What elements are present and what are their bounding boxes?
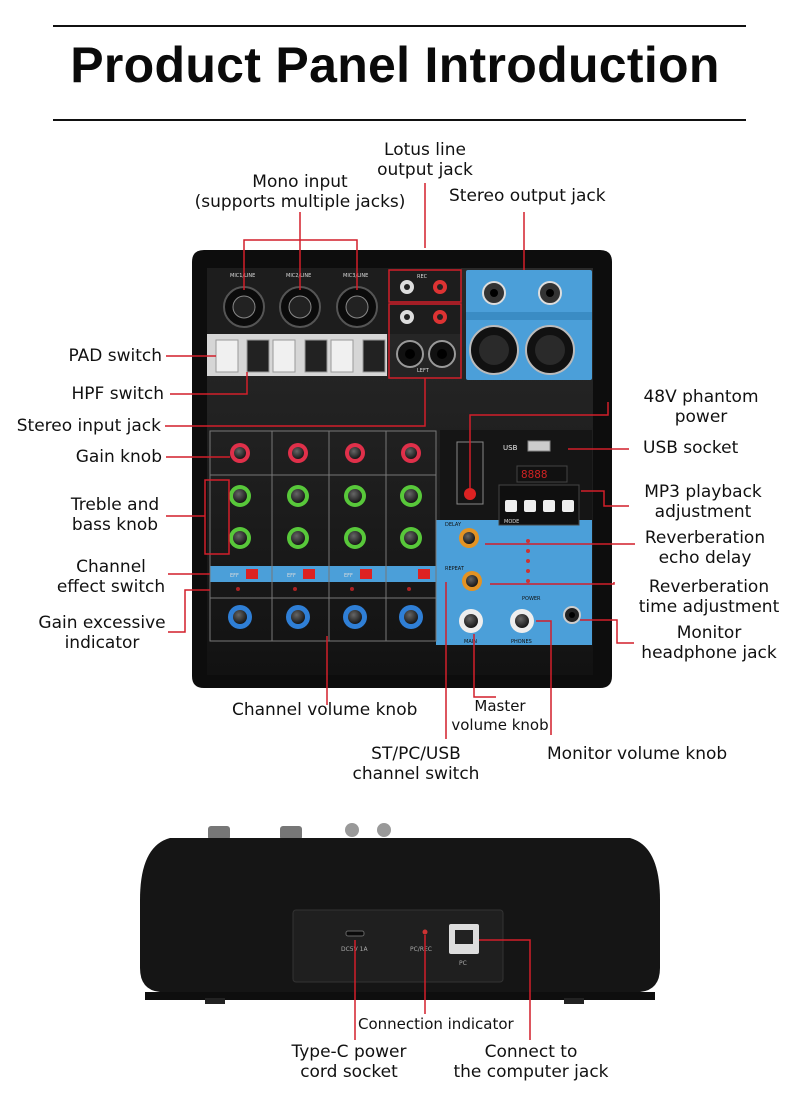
pc-label: PC [459,960,467,967]
main-label: MAIN [464,639,477,645]
mono-input-jacks [223,286,378,328]
mic2-label: MIC2/LINE [286,273,311,279]
label-usb-socket: USB socket [643,438,739,458]
eq-knobs [229,485,422,549]
page-title: Product Panel Introduction [70,37,720,93]
mic2-jack [279,286,321,328]
delay-label: DELAY [445,522,462,528]
eff-label-1: EFF [230,573,239,579]
mic1-jack [223,286,265,328]
label-monitor-volume: Monitor volume knob [547,744,728,764]
label-st-pc-usb: ST/PC/USB channel switch [352,744,480,784]
label-reverb-time: Reverberation time adjustment [638,577,780,617]
rec-label: REC [417,274,428,280]
mode-label: MODE [504,519,519,525]
left-label: LEFT [417,368,430,374]
label-mono-input: Mono input (supports multiple jacks) [194,172,406,212]
svg-text:8888: 8888 [521,468,548,481]
eff-label-2: EFF [287,573,296,579]
label-lotus-line: Lotus line output jack [377,140,473,180]
label-stereo-output: Stereo output jack [449,186,606,206]
label-master-volume: Master volume knob [451,697,549,734]
callout-lines-bottom [354,935,531,1040]
eff-label-3: EFF [344,573,353,579]
label-gain-knob: Gain knob [75,447,162,467]
label-channel-effect: Channel effect switch [56,557,166,597]
label-mp3: MP3 playback adjustment [644,482,762,522]
pcrec-label: PC/REC [410,946,432,953]
effect-switches [246,569,430,579]
label-gain-excessive: Gain excessive indicator [38,613,166,653]
label-stereo-input: Stereo input jack [16,416,161,436]
label-connection-indicator: Connection indicator [358,1015,514,1033]
phones-label: PHONES [511,639,532,645]
gain-knobs [230,443,421,463]
pad-hpf-switches [215,339,386,373]
label-type-c: Type-C power cord socket [291,1042,407,1082]
mic3-jack [336,286,378,328]
callout-lines-top [165,183,635,739]
label-channel-volume: Channel volume knob [232,700,418,720]
power-label: POWER [522,596,541,602]
label-phantom: 48V phantom power [643,387,759,427]
label-pad-switch: PAD switch [68,346,162,366]
mic1-label: MIC1/LINE [230,273,255,279]
label-monitor-jack: Monitor headphone jack [641,623,777,663]
label-reverb-delay: Reverberation echo delay [644,528,766,568]
usb-panel-label: USB [503,444,518,452]
master-section: 8888 [456,440,581,633]
label-hpf-switch: HPF switch [71,384,165,404]
bottom-rule [53,119,746,121]
mic3-label: MIC3/LINE [343,273,368,279]
rca-jacks [400,280,447,324]
mixer-back-body [140,823,660,1004]
stereo-input-jacks [396,340,456,368]
peak-leds [236,587,411,591]
top-rule [53,25,746,27]
level-knobs [228,605,423,629]
stereo-output-jacks [469,281,575,375]
label-treble-bass: Treble and bass knob [70,495,160,535]
label-computer-jack: Connect to the computer jack [453,1042,609,1082]
repeat-label: REPEAT [445,566,465,572]
